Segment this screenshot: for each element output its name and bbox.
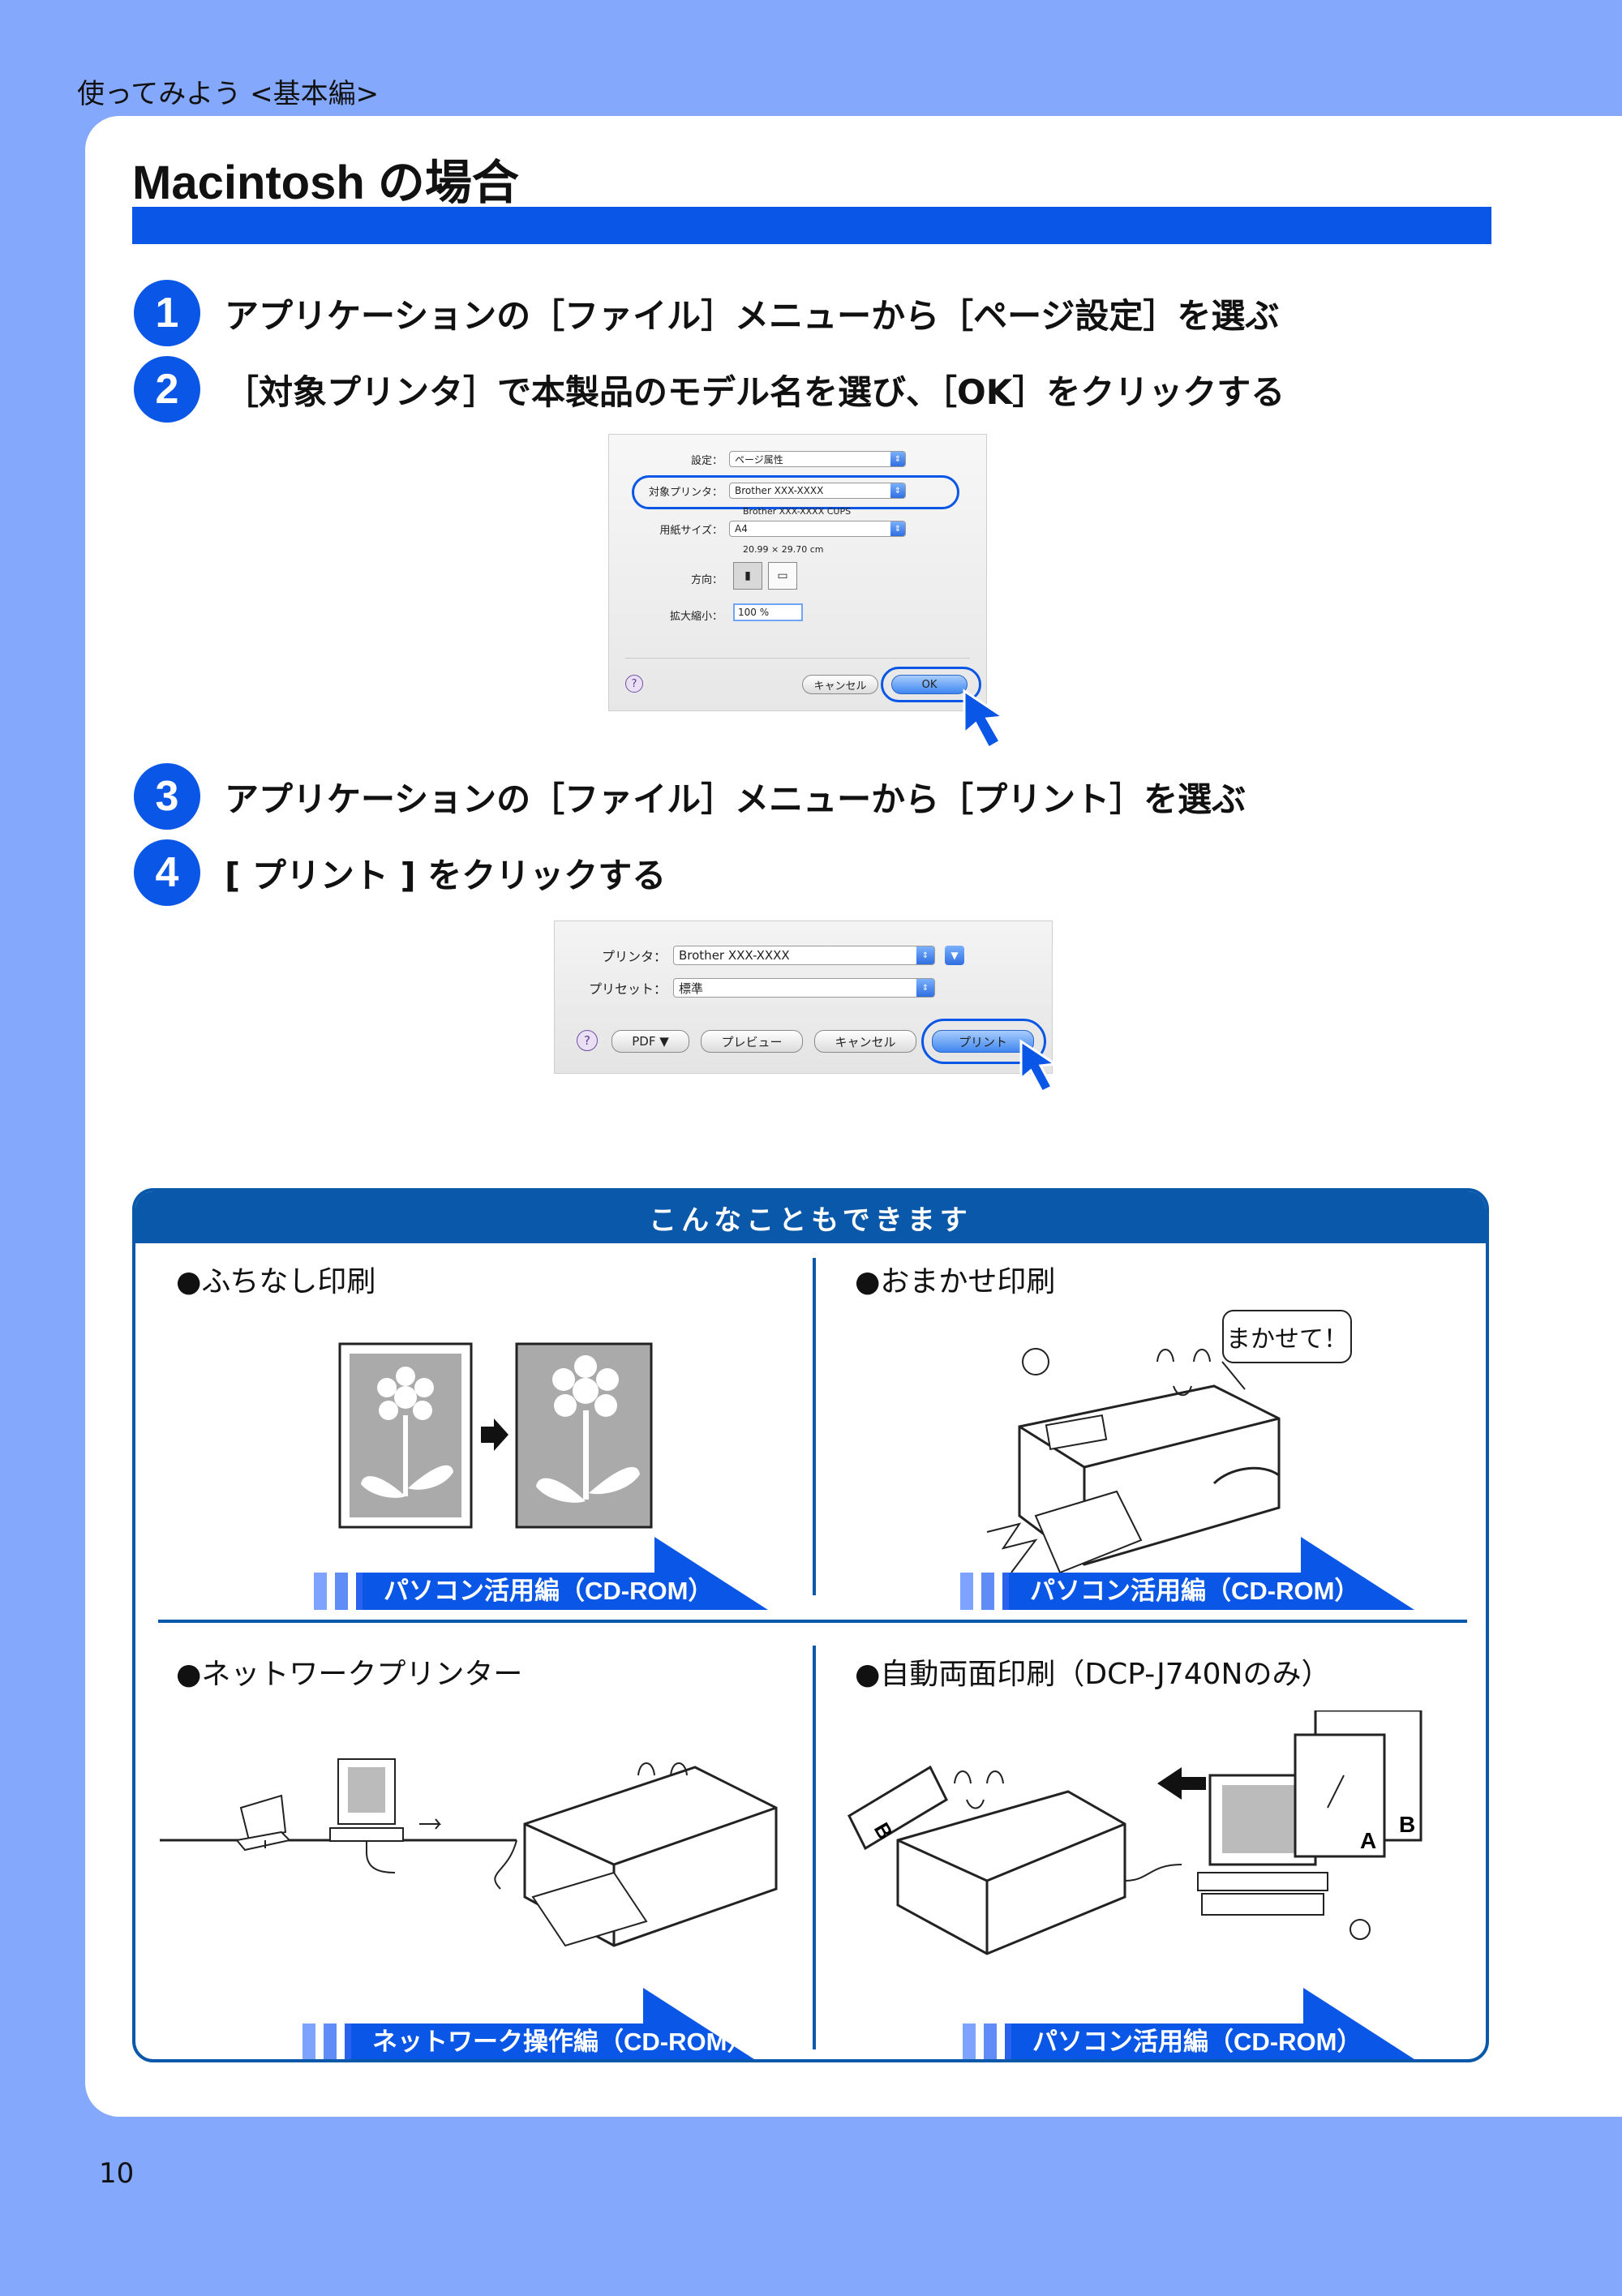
- scale-label: 拡大縮小：: [669, 611, 723, 623]
- popup-arrows-icon: ⇕: [916, 979, 934, 997]
- tag-triangle: [1011, 1988, 1414, 2059]
- printer-label: 対象プリンタ：: [648, 486, 723, 499]
- tag-stripe: [335, 1573, 348, 1610]
- disclosure-triangle-icon[interactable]: ▼: [945, 946, 964, 965]
- print-dialog: プリンタ： Brother XXX-XXXX ⇕ ▼ プリセット： 標準 ⇕ ?…: [554, 921, 1053, 1074]
- step-3: 3 アプリケーションの［ファイル］メニューから［プリント］を選ぶ: [134, 763, 1247, 830]
- preview-button[interactable]: プレビュー: [701, 1030, 803, 1053]
- paper-size-value: A4: [735, 523, 748, 534]
- printer-popup[interactable]: Brother XXX-XXXX ⇕: [673, 946, 935, 965]
- pdf-button[interactable]: PDF ▼: [611, 1030, 689, 1053]
- section-header: 使ってみよう <基本編>: [77, 78, 380, 110]
- paper-size-popup[interactable]: A4 ⇕: [729, 521, 906, 537]
- printer-label: プリンタ：: [601, 949, 667, 964]
- borderless-print-illustration: [338, 1342, 653, 1529]
- step-1: 1 アプリケーションの［ファイル］メニューから［ページ設定］を選ぶ: [134, 280, 1280, 346]
- speech-bubble: まかせて！: [1222, 1310, 1352, 1363]
- step-number: 4: [134, 839, 200, 906]
- tag-stripe: [303, 2023, 315, 2059]
- popup-arrows-icon: ⇕: [890, 483, 905, 498]
- scale-input[interactable]: 100 %: [733, 603, 803, 621]
- print-highlight-oval: [921, 1019, 1046, 1064]
- settings-label: 設定：: [690, 454, 723, 467]
- tag-triangle: [351, 1988, 754, 2059]
- reference-label: パソコン活用編（CD-ROM）: [1032, 2028, 1362, 2056]
- preset-value: 標準: [679, 981, 704, 996]
- reference-tag: パソコン活用編（CD-ROM）: [314, 1537, 768, 1610]
- step-4: 4 [ プリント ] をクリックする: [134, 839, 667, 906]
- tag-triangle: [363, 1537, 768, 1610]
- popup-arrows-icon: ⇕: [890, 521, 905, 536]
- ok-highlight-oval: [881, 667, 981, 702]
- page-setup-dialog: 設定： ページ属性 ⇕ 対象プリンタ： Brother XXX-XXXX ⇕ B…: [608, 434, 987, 711]
- page-number: 10: [99, 2157, 135, 2190]
- help-icon[interactable]: ?: [577, 1030, 598, 1051]
- feature-title-network-printer: ●ネットワークプリンター: [176, 1658, 523, 1691]
- tag-stripe: [984, 2023, 997, 2059]
- paper-dimensions: 20.99 × 29.70 cm: [743, 544, 824, 555]
- feature-box: こんなこともできます ●ふちなし印刷 パソコン活用編（CD-ROM）: [132, 1188, 1489, 2062]
- reference-tag: パソコン活用編（CD-ROM）: [960, 1537, 1414, 1610]
- horizontal-divider: [158, 1620, 1467, 1623]
- tag-stripe: [314, 1573, 327, 1610]
- tag-stripe: [981, 1573, 994, 1610]
- step-text: アプリケーションの［ファイル］メニューから［プリント］を選ぶ: [225, 779, 1247, 819]
- paper-size-label: 用紙サイズ：: [659, 524, 723, 537]
- dialog-divider: [625, 658, 970, 659]
- preset-label: プリセット：: [588, 981, 667, 997]
- network-printer-illustration: [160, 1758, 778, 1947]
- page-b-label: B: [1399, 1812, 1415, 1837]
- feature-title-auto-print: ●おまかせ印刷: [855, 1265, 1056, 1298]
- step-number: 3: [134, 763, 200, 830]
- help-icon[interactable]: ?: [625, 675, 643, 693]
- tag-stripe: [960, 1573, 973, 1610]
- reference-label: パソコン活用編（CD-ROM）: [1030, 1577, 1360, 1605]
- settings-popup[interactable]: ページ属性 ⇕: [729, 451, 906, 467]
- duplex-print-illustration: B B A: [847, 1710, 1422, 1955]
- title-underline-bar: [132, 207, 1491, 244]
- printer-popup[interactable]: Brother XXX-XXXX ⇕: [729, 483, 906, 499]
- printer-value: Brother XXX-XXXX: [735, 485, 824, 496]
- auto-print-printer-illustration: [986, 1348, 1281, 1574]
- vertical-divider: [813, 1646, 816, 2049]
- cancel-button[interactable]: キャンセル: [802, 675, 878, 694]
- feature-title-duplex: ●自動両面印刷（DCP-J740Nのみ）: [855, 1658, 1331, 1691]
- step-text: ［対象プリンタ］で本製品のモデル名を選び、［OK］をクリックする: [225, 371, 1285, 412]
- printer-value: Brother XXX-XXXX: [679, 948, 790, 963]
- feature-box-header: こんなこともできます: [135, 1191, 1486, 1243]
- vertical-divider: [813, 1258, 816, 1595]
- settings-value: ページ属性: [735, 453, 783, 466]
- reference-label: ネットワーク操作編（CD-ROM）: [372, 2028, 753, 2056]
- tag-triangle: [1009, 1537, 1414, 1610]
- reference-label: パソコン活用編（CD-ROM）: [384, 1577, 714, 1605]
- step-number: 2: [134, 356, 200, 423]
- reference-tag: パソコン活用編（CD-ROM）: [963, 1988, 1417, 2059]
- page-title: Macintosh の場合: [132, 157, 519, 209]
- reference-tag: ネットワーク操作編（CD-ROM）: [303, 1988, 757, 2059]
- preset-popup[interactable]: 標準 ⇕: [673, 978, 935, 998]
- popup-arrows-icon: ⇕: [916, 946, 934, 964]
- cursor-arrow-icon: [1019, 1039, 1059, 1093]
- orientation-portrait-icon[interactable]: ▮: [733, 562, 762, 590]
- orientation-label: 方向：: [690, 574, 723, 586]
- tag-stripe: [963, 2023, 976, 2059]
- cancel-button[interactable]: キャンセル: [814, 1030, 916, 1053]
- cursor-arrow-icon: [963, 689, 1007, 750]
- tag-stripe: [324, 2023, 337, 2059]
- printer-sub-label: Brother XXX-XXXX CUPS: [743, 506, 852, 517]
- step-text: アプリケーションの［ファイル］メニューから［ページ設定］を選ぶ: [225, 295, 1280, 336]
- step-text: [ プリント ] をクリックする: [225, 855, 667, 895]
- page-a-label: A: [1360, 1828, 1376, 1853]
- step-2: 2 ［対象プリンタ］で本製品のモデル名を選び、［OK］をクリックする: [134, 356, 1285, 423]
- orientation-landscape-icon[interactable]: ▭: [768, 562, 797, 590]
- popup-arrows-icon: ⇕: [890, 452, 905, 466]
- highlight-oval: [632, 475, 959, 509]
- feature-title-borderless: ●ふちなし印刷: [176, 1265, 376, 1298]
- step-number: 1: [134, 280, 200, 346]
